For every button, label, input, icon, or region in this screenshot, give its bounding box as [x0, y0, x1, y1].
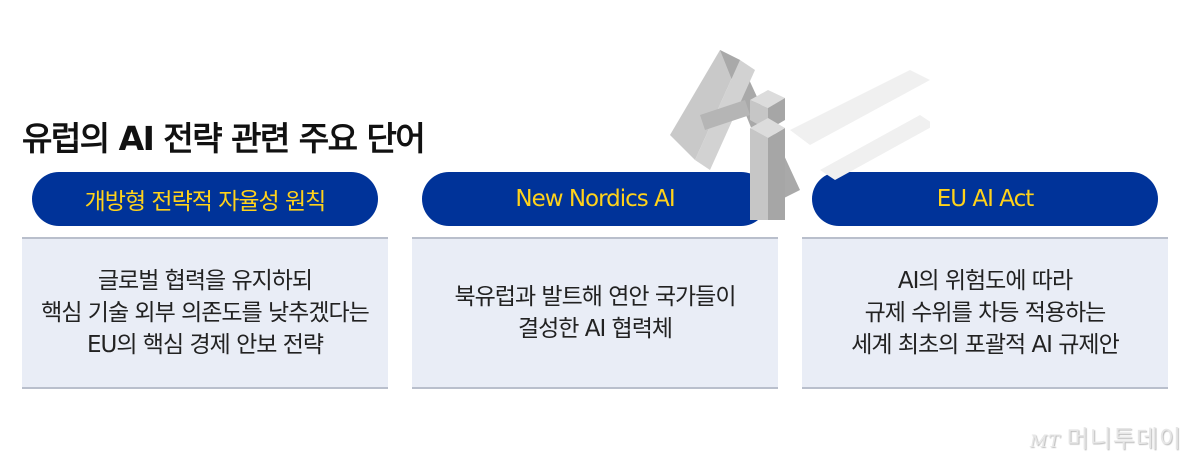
- logo-mt: MT: [1029, 432, 1061, 452]
- keyword-card-3: EU AI Act AI의 위험도에 따라 규제 수위를 차등 적용하는 세계 …: [802, 172, 1168, 389]
- keyword-description: AI의 위험도에 따라 규제 수위를 차등 적용하는 세계 최초의 포괄적 AI…: [802, 237, 1168, 389]
- description-line: 규제 수위를 차등 적용하는: [864, 300, 1107, 326]
- description-line: 세계 최초의 포괄적 AI 규제안: [851, 332, 1120, 358]
- keyword-card-1: 개방형 전략적 자율성 원칙 글로벌 협력을 유지하되 핵심 기술 외부 의존도…: [22, 172, 388, 389]
- description-line: 핵심 기술 외부 의존도를 낮추겠다는: [41, 300, 370, 326]
- logo-name: 머니투데이: [1066, 425, 1182, 453]
- keyword-description: 글로벌 협력을 유지하되 핵심 기술 외부 의존도를 낮추겠다는 EU의 핵심 …: [22, 237, 388, 389]
- description-line: AI의 위험도에 따라: [897, 268, 1073, 294]
- description-line: 북유럽과 발트해 연안 국가들이: [454, 284, 736, 310]
- keyword-description: 북유럽과 발트해 연안 국가들이 결성한 AI 협력체: [412, 237, 778, 389]
- keyword-pill: New Nordics AI: [422, 172, 768, 226]
- keyword-pill: 개방형 전략적 자율성 원칙: [32, 172, 378, 226]
- keyword-pill: EU AI Act: [812, 172, 1158, 226]
- 3d-ai-letters-icon: [670, 50, 930, 220]
- description-line: EU의 핵심 경제 안보 전략: [86, 332, 324, 358]
- description-line: 결성한 AI 협력체: [517, 316, 673, 342]
- keyword-card-2: New Nordics AI 북유럽과 발트해 연안 국가들이 결성한 AI 협…: [412, 172, 778, 389]
- description-line: 글로벌 협력을 유지하되: [97, 268, 313, 294]
- page-title: 유럽의 AI 전략 관련 주요 단어: [22, 119, 426, 158]
